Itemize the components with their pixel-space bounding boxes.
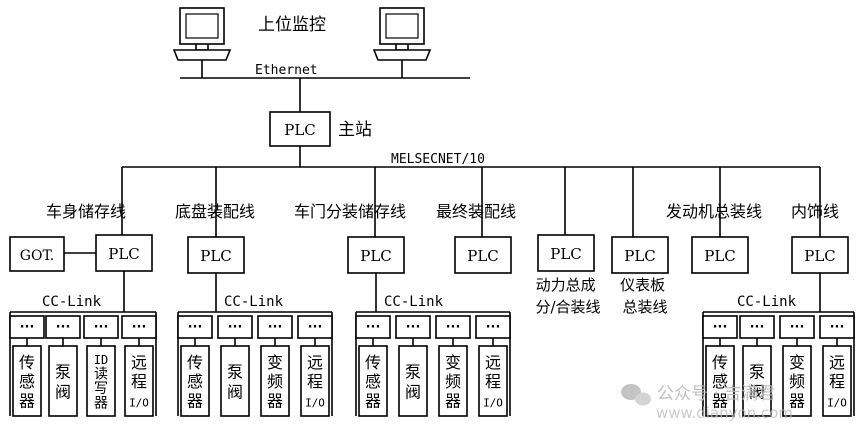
device-label: 泵阀 [227,362,243,401]
svg-text:PLC: PLC [108,245,140,263]
device-label: 传感器 [365,353,381,411]
cc-link-node-dots: ··· [20,320,35,335]
monitor-icon-right [372,7,432,78]
cc-link-node-dots: ··· [308,320,323,335]
cc-link-label: CC-Link [42,294,102,310]
device-label: 传感器 [187,353,203,411]
line-name-instrument-panel: 仪表板 总装线 [620,276,670,316]
plc-door-subassembly: PLC [347,236,405,274]
plc-final-assembly: PLC [454,236,512,274]
svg-text:PLC: PLC [624,247,656,265]
cc-link-node-dots: ··· [486,320,501,335]
svg-text:PLC: PLC [704,247,736,265]
device-label: 泵阀 [405,362,421,401]
plc-body-storage: PLC [95,234,153,272]
plc-engine-assembly: PLC [691,236,749,274]
line-name-powertrain: 动力总成 分/合装线 [535,276,600,316]
cc-link-node-dots: ··· [188,320,203,335]
master-plc-label: PLC [284,121,316,139]
supervisory-label: 上位监控 [258,15,326,35]
wechat-watermark: 公众号 · 吉满君 www.dianyon.com [621,384,793,422]
device-box [822,345,852,417]
plc-chassis-assembly: PLC [187,236,245,274]
device-box [86,345,116,417]
svg-text:PLC: PLC [200,247,232,265]
line-name-final-assembly: 最终装配线 [436,202,516,221]
master-plc: PLC [269,111,331,147]
line-name-engine-assembly: 发动机总装线 [666,202,762,221]
line-name-body-storage: 车身储存线 [46,202,126,221]
device-box [705,345,735,417]
device-box [300,345,330,417]
svg-text:www.dianyon.com: www.dianyon.com [656,404,793,422]
cc-link-node-dots: ··· [750,320,765,335]
device-box [220,345,250,417]
cc-link-node-dots: ··· [713,320,728,335]
monitor-icon-left [172,7,232,78]
cc-link-node-dots: ··· [94,320,109,335]
device-box [478,345,508,417]
cc-link-label: CC-Link [224,294,284,310]
line-name-interior: 内饰线 [791,202,839,221]
svg-text:公众号 · 吉满君: 公众号 · 吉满君 [657,384,775,404]
device-label: 变频器 [789,353,805,411]
device-box [742,345,772,417]
cc-link-node-dots: ··· [132,320,147,335]
cc-link-label: CC-Link [737,294,797,310]
melsecnet-label: MELSECNET/10 [391,152,485,167]
cc-link-node-dots: ··· [830,320,845,335]
device-label: 泵阀 [749,362,765,401]
device-label: 泵阀 [55,362,71,401]
device-box [12,345,42,417]
device-box [124,345,154,417]
device-box [398,345,428,417]
device-label: 变频器 [267,353,283,411]
master-station-label: 主站 [338,120,372,140]
svg-text:PLC: PLC [467,247,499,265]
svg-text:PLC: PLC [804,247,836,265]
plc-powertrain: PLC [537,234,595,272]
device-box [358,345,388,417]
device-box [782,345,812,417]
plc-interior: PLC [791,236,849,274]
cc-link-node-dots: ··· [268,320,283,335]
ethernet-label: Ethernet [255,63,318,78]
cc-link-label: CC-Link [384,294,444,310]
wechat-icon [621,384,651,406]
cc-link-node-dots: ··· [228,320,243,335]
cc-link-node-dots: ··· [406,320,421,335]
device-box [48,345,78,417]
svg-text:PLC: PLC [360,247,392,265]
device-label: 变频器 [445,353,461,411]
device-box [180,345,210,417]
cc-link-node-dots: ··· [446,320,461,335]
line-name-door-subassembly: 车门分装储存线 [294,202,406,221]
plc-instrument-panel: PLC [611,236,669,274]
device-label: 传感器 [712,353,728,411]
svg-text:GOT.: GOT. [20,248,54,264]
svg-text:PLC: PLC [550,245,582,263]
cc-link-node-dots: ··· [790,320,805,335]
device-box [438,345,468,417]
line-name-chassis-assembly: 底盘装配线 [175,202,255,221]
device-box [260,345,290,417]
device-label: 传感器 [19,353,35,411]
cc-link-node-dots: ··· [366,320,381,335]
got-terminal: GOT. [9,236,65,272]
cc-link-node-dots: ··· [56,320,71,335]
